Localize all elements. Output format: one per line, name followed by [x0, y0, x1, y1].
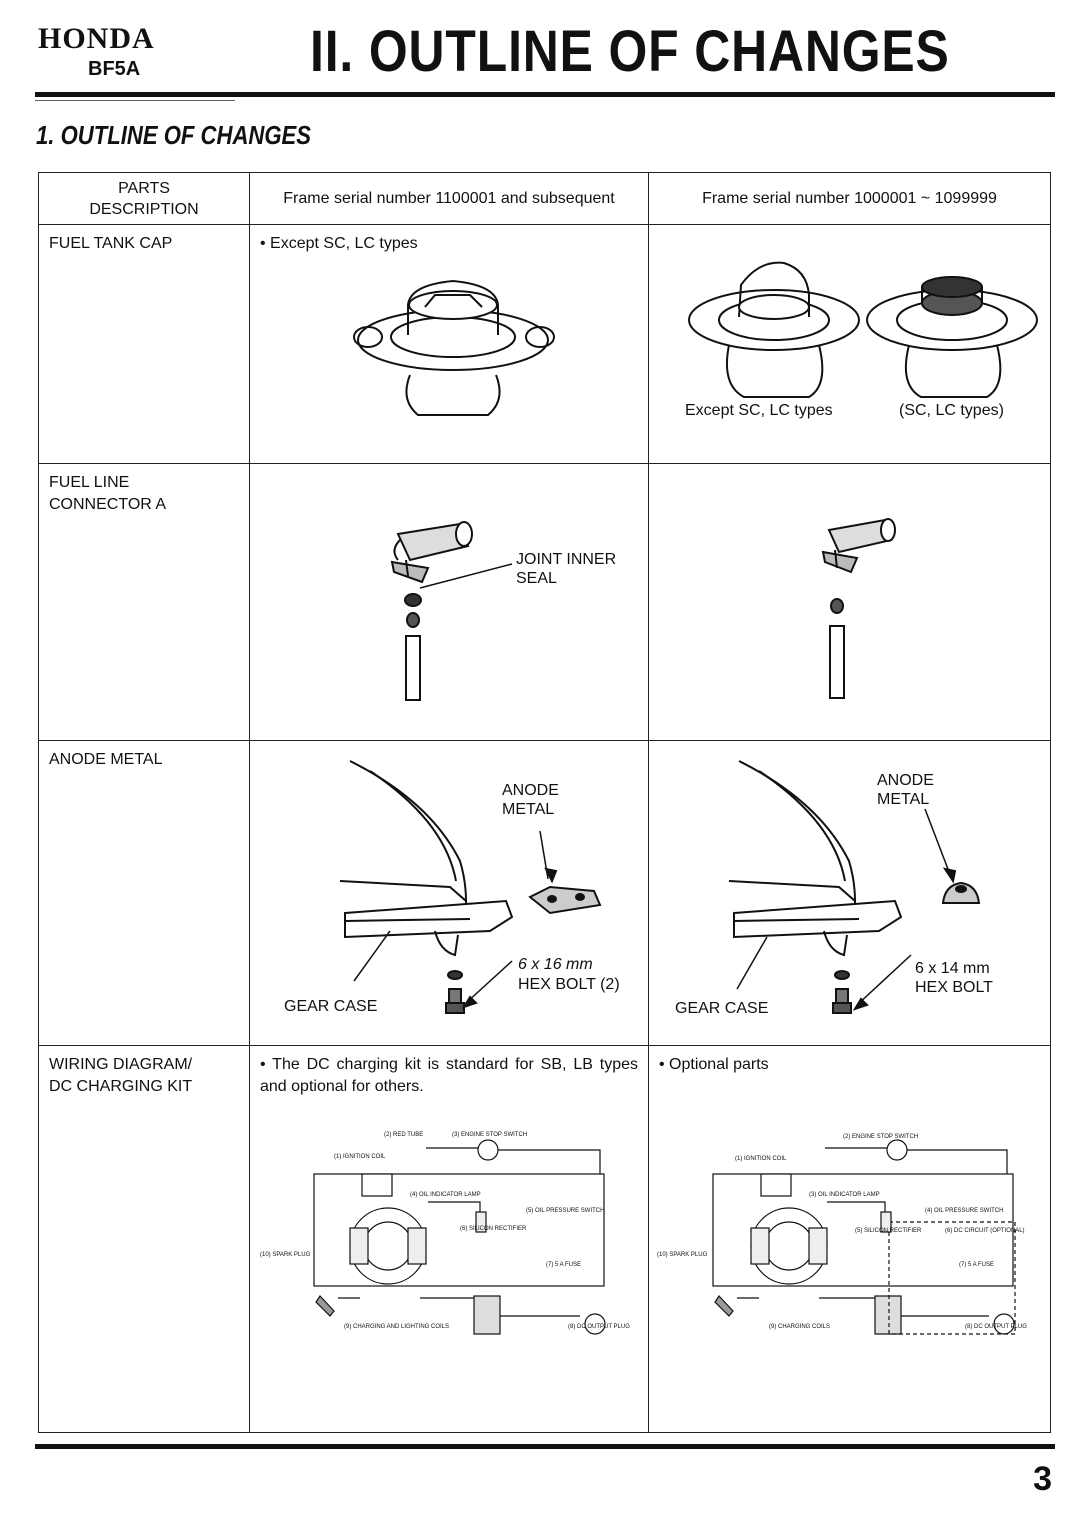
column-header-old: Frame serial number 1000001 ~ 1099999: [648, 172, 1051, 225]
table-row: FUEL LINE CONNECTOR A JOINT INNER SEAL: [38, 463, 1051, 741]
old-fuse-label: (7) 5 A FUSE: [959, 1262, 994, 1268]
old-oil-switch-label: (4) OIL PRESSURE SWITCH: [925, 1208, 1003, 1214]
outline-table: PARTS DESCRIPTION Frame serial number 11…: [38, 172, 1051, 1433]
new-note: • The DC charging kit is standard for SB…: [260, 1056, 638, 1095]
header-rule-thin: [35, 100, 235, 101]
table-row: FUEL TANK CAP • Except SC, LC types: [38, 224, 1051, 464]
old-ignition-label: (1) IGNITION COIL: [735, 1156, 787, 1162]
bolt-label-old: 6 x 14 mm HEX BOLT: [915, 960, 993, 996]
page-header: HONDA BF5A II. OUTLINE OF CHANGES: [30, 18, 1060, 98]
fuel-connector-new-illustration: [390, 521, 513, 701]
table-header-row: PARTS DESCRIPTION Frame serial number 11…: [38, 172, 1051, 225]
model-name: BF5A: [88, 58, 141, 80]
fuel-cap-old-illustration: [688, 261, 1038, 398]
new-fuse-label: (7) 5 A FUSE: [546, 1262, 581, 1268]
table-row: WIRING DIAGRAM/ DC CHARGING KIT • The DC…: [38, 1045, 1051, 1433]
anode-metal-label-old: ANODE METAL: [877, 772, 934, 808]
fuel-connector-old-illustration: [821, 518, 896, 699]
bolt-size-new: 6 x 16 mm: [518, 956, 593, 973]
old-plug-label: (8) DC OUTPUT PLUG: [965, 1324, 1027, 1330]
wiring-diagram-old: (2) ENGINE STOP SWITCH (1) IGNITION COIL…: [657, 1134, 1027, 1335]
anode-new-illustration: [339, 760, 602, 1014]
part-fuel-line-connector: FUEL LINE CONNECTOR A: [49, 474, 167, 513]
footer-rule: [35, 1444, 1055, 1449]
column-header-parts: PARTS DESCRIPTION: [38, 172, 250, 225]
new-spark-label: (10) SPARK PLUG: [260, 1252, 311, 1258]
new-note: • Except SC, LC types: [260, 235, 418, 252]
new-ignition-label: (1) IGNITION COIL: [334, 1154, 386, 1160]
new-red-tube-label: (2) RED TUBE: [384, 1132, 423, 1138]
anode-old-illustration: [728, 760, 981, 1014]
gear-case-label-new: GEAR CASE: [284, 998, 378, 1015]
new-oil-switch-label: (5) OIL PRESSURE SWITCH: [526, 1208, 604, 1214]
part-wiring-diagram: WIRING DIAGRAM/ DC CHARGING KIT: [49, 1056, 193, 1095]
column-header-new: Frame serial number 1100001 and subseque…: [249, 172, 649, 225]
header-rule: [35, 92, 1055, 97]
new-coils-label: (9) CHARGING AND LIGHTING COILS: [344, 1324, 449, 1330]
new-oil-lamp-label: (4) OIL INDICATOR LAMP: [410, 1192, 481, 1198]
new-plug-label: (8) DC OUTPUT PLUG: [568, 1324, 630, 1330]
bolt-desc-new: HEX BOLT (2): [518, 976, 620, 993]
caption-except-types: Except SC, LC types: [685, 402, 833, 419]
old-stop-switch-label: (2) ENGINE STOP SWITCH: [843, 1134, 918, 1140]
old-spark-label: (10) SPARK PLUG: [657, 1252, 708, 1258]
old-oil-lamp-label: (3) OIL INDICATOR LAMP: [809, 1192, 880, 1198]
gear-case-label-old: GEAR CASE: [675, 1000, 769, 1017]
new-rectifier-label: (6) SILICON RECTIFIER: [460, 1226, 527, 1232]
chapter-title: II. OUTLINE OF CHANGES: [310, 19, 950, 84]
old-rectifier-label: (5) SILICON RECTIFIER: [855, 1228, 922, 1234]
old-note: • Optional parts: [659, 1056, 769, 1073]
old-coils-label: (9) CHARGING COILS: [769, 1324, 830, 1330]
section-title: 1. OUTLINE OF CHANGES: [36, 120, 312, 150]
page-number: 3: [1033, 1460, 1052, 1498]
anode-metal-label-new: ANODE METAL: [502, 782, 559, 818]
caption-sc-lc-types: (SC, LC types): [899, 402, 1004, 419]
part-fuel-tank-cap: FUEL TANK CAP: [49, 235, 173, 252]
fuel-cap-new-illustration: [353, 279, 555, 416]
part-anode-metal: ANODE METAL: [49, 751, 163, 768]
new-stop-switch-label: (3) ENGINE STOP SWITCH: [452, 1132, 527, 1138]
wiring-diagram-new: (2) RED TUBE (3) ENGINE STOP SWITCH (1) …: [260, 1132, 630, 1335]
table-row: ANODE METAL: [38, 740, 1051, 1046]
joint-inner-seal-label: JOINT INNER SEAL: [516, 551, 617, 587]
brand-logo: HONDA: [38, 22, 155, 55]
old-dc-circuit-label: (6) DC CIRCUIT (OPTIONAL): [945, 1228, 1025, 1234]
